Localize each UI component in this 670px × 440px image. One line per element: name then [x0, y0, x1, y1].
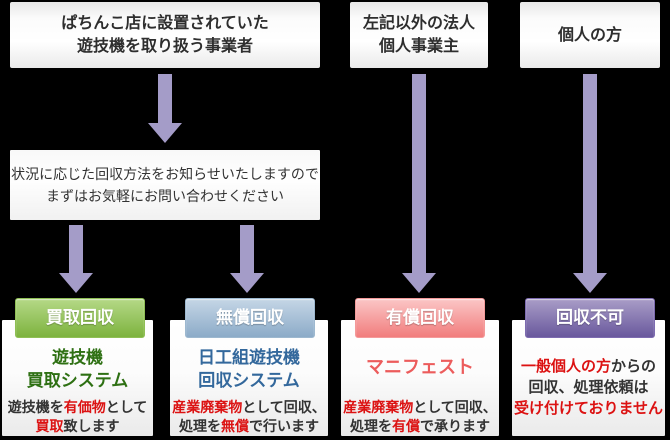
source-box-line: ぱちんこ店に設置されていた [61, 15, 269, 32]
emphasis-text: 受け付けておりません [513, 400, 664, 417]
arrow-head [59, 273, 93, 293]
emphasis-text: 産業廃棄物 [343, 399, 414, 415]
result-description: 産業廃棄物として回収、処理を無償で行います [170, 398, 328, 436]
result-header-1: 買取回収 [15, 298, 145, 338]
plain-text: 処理を [350, 418, 392, 434]
emphasis-text: 有価物 [63, 399, 106, 415]
result-description-line: 一般個人の方からの [512, 356, 665, 377]
plain-text: で行います [249, 418, 319, 434]
plain-text: で承ります [420, 418, 490, 434]
plain-text: 遊技機を [7, 399, 64, 415]
source-box-pachinko-dealer: ぱちんこ店に設置されていた 遊技機を取り扱う事業者 [10, 2, 320, 68]
result-description-line: 産業廃棄物として回収、 [170, 398, 328, 417]
emphasis-text: 一般個人の方 [520, 358, 611, 375]
plain-text: として [105, 399, 148, 415]
result-card-2: 日工組遊技機回収システム産業廃棄物として回収、処理を無償で行います [170, 320, 328, 436]
emphasis-text: 有償 [392, 418, 420, 434]
contact-note-box: 状況に応じた回収方法をお知らせいたしますので まずはお気軽にお問い合わせください [10, 150, 320, 220]
result-description-line: 処理を有償で承ります [341, 417, 499, 436]
result-card-1: 遊技機買取システム遊技機を有価物として買取致します [2, 320, 153, 436]
result-card-3: マニフェスト産業廃棄物として回収、処理を有償で承ります [341, 320, 499, 436]
down-arrow-to-not-accepted [573, 74, 607, 293]
source-box-other-corporate: 左記以外の法人 個人事業主 [350, 2, 488, 68]
result-header-4: 回収不可 [525, 298, 655, 338]
result-title: マニフェスト [341, 356, 499, 379]
plain-text: からの [611, 358, 657, 375]
emphasis-text: 無償 [221, 418, 249, 434]
down-arrow-to-buyback [59, 225, 93, 293]
source-box-line: 個人の方 [557, 26, 622, 44]
emphasis-text: 産業廃棄物 [172, 399, 243, 415]
source-box-line: 個人事業主 [378, 38, 459, 55]
result-title-line: 日工組遊技機 [198, 348, 300, 367]
result-header-2: 無償回収 [185, 298, 315, 338]
arrow-head [230, 273, 264, 293]
result-title-line: 遊技機 [52, 348, 103, 367]
plain-text: 致します [63, 418, 120, 434]
arrow-head [402, 273, 436, 293]
source-box-individual: 個人の方 [520, 2, 660, 68]
result-description-line: 産業廃棄物として回収、 [341, 398, 499, 417]
plain-text: 処理を [179, 418, 221, 434]
result-description-line: 買取致します [2, 417, 153, 436]
result-header-3: 有償回収 [355, 298, 485, 338]
emphasis-text: 買取 [35, 418, 64, 434]
source-box-line: 遊技機を取り扱う事業者 [76, 38, 253, 55]
result-title-line: 買取システム [26, 371, 129, 390]
down-arrow-to-paid-collection [402, 74, 436, 293]
source-box-line: 左記以外の法人 [362, 15, 475, 32]
result-title: 日工組遊技機回収システム [170, 346, 328, 392]
down-arrow-to-free-collection [230, 225, 264, 293]
result-description-line: 処理を無償で行います [170, 417, 328, 436]
contact-note-line: まずはお気軽にお問い合わせください [46, 188, 284, 204]
arrow-shaft [240, 225, 254, 274]
plain-text: 回収、処理依頼は [528, 379, 649, 396]
result-description: 一般個人の方からの回収、処理依頼は受け付けておりません [512, 356, 665, 419]
contact-note-line: 状況に応じた回収方法をお知らせいたしますので [11, 166, 319, 182]
down-arrow-to-contact [148, 74, 182, 143]
arrow-head [148, 123, 182, 143]
result-title-line: 回収システム [198, 371, 300, 390]
plain-text: として回収、 [242, 399, 326, 415]
result-title: 遊技機買取システム [2, 346, 153, 392]
arrow-shaft [412, 74, 426, 274]
arrow-shaft [158, 74, 172, 124]
result-card-4: 一般個人の方からの回収、処理依頼は受け付けておりません [512, 320, 665, 436]
result-description-line: 回収、処理依頼は [512, 377, 665, 398]
arrow-shaft [583, 74, 597, 274]
arrow-shaft [69, 225, 83, 274]
result-description-line: 受け付けておりません [512, 398, 665, 419]
plain-text: として回収、 [413, 399, 497, 415]
result-description: 遊技機を有価物として買取致します [2, 398, 153, 436]
result-description-line: 遊技機を有価物として [2, 398, 153, 417]
result-description: 産業廃棄物として回収、処理を有償で承ります [341, 398, 499, 436]
result-title-line: マニフェスト [366, 357, 474, 377]
arrow-head [573, 273, 607, 293]
